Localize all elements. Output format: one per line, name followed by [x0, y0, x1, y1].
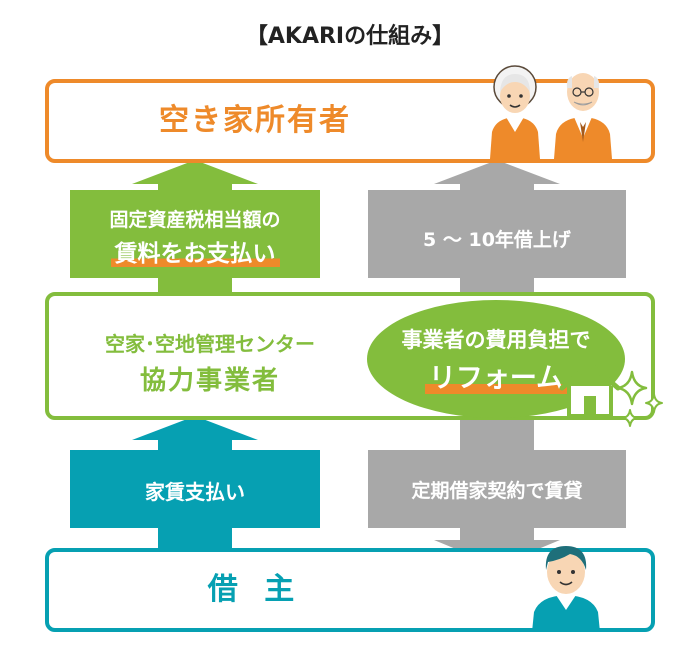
elderly-woman-icon: [484, 62, 546, 159]
arrow-rent-to-owner-line2: 賃料をお支払い: [111, 241, 280, 267]
center-line2: 協力事業者: [60, 360, 360, 397]
young-man-icon: [526, 532, 606, 632]
owner-label: 空き家所有者: [45, 79, 465, 163]
diagram-title: 【AKARIの仕組み】: [0, 18, 700, 50]
center-line1: 空家･空地管理センター: [60, 328, 360, 357]
sparkle-icon: [610, 368, 666, 428]
arrow-lease-label: 5 〜 10年借上げ: [368, 225, 626, 252]
renovation-line1: 事業者の費用負担で: [367, 324, 625, 354]
arrow-rent-from-tenant-label: 家賃支払い: [70, 476, 320, 505]
elderly-man-icon: [550, 62, 616, 159]
renovation-line2: リフォーム: [425, 363, 567, 394]
arrow-sublease-label: 定期借家契約で賃貸: [368, 476, 626, 503]
tenant-label: 借 主: [45, 548, 465, 632]
arrow-rent-to-owner-line1: 固定資産税相当額の: [70, 205, 320, 232]
